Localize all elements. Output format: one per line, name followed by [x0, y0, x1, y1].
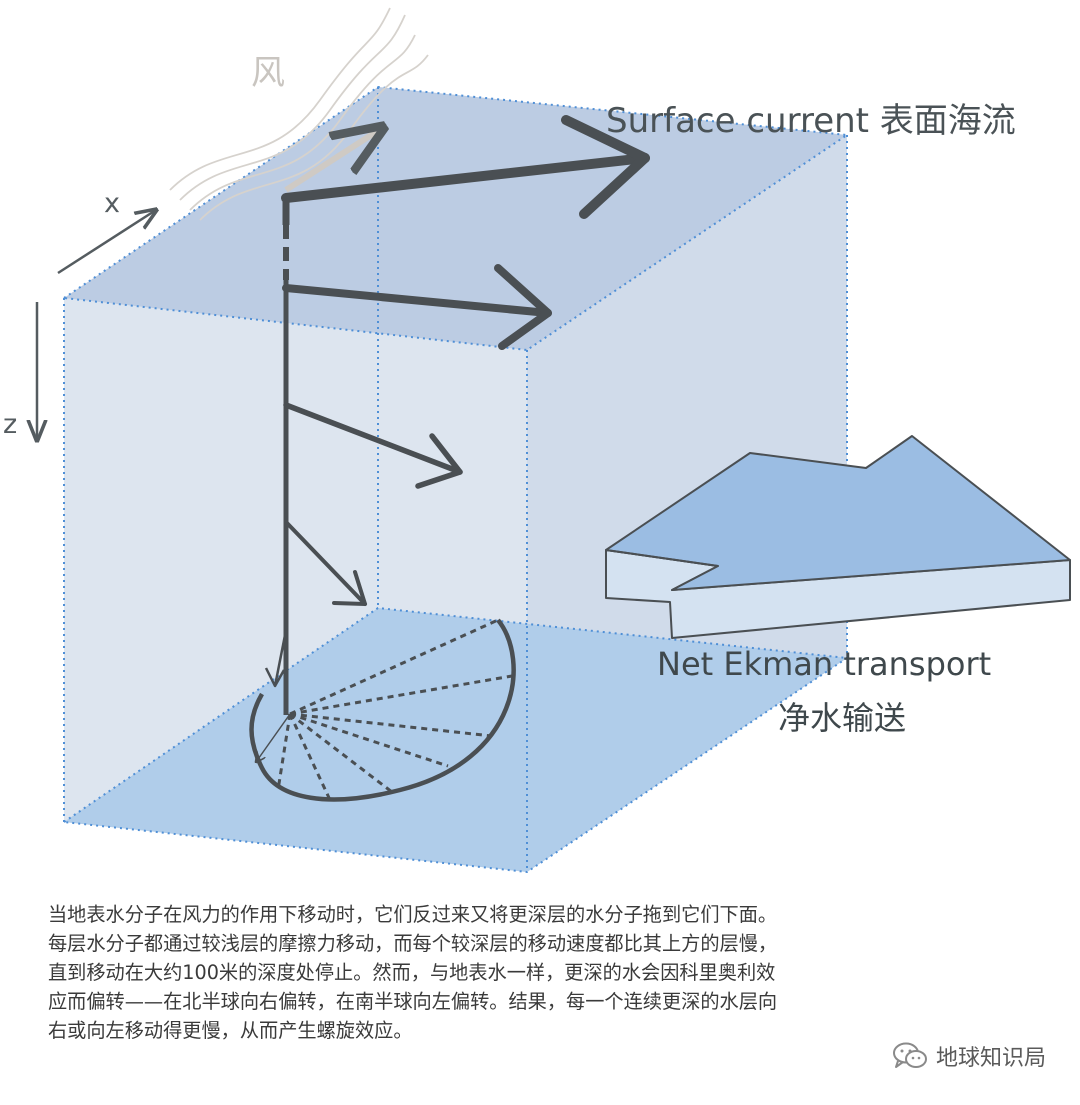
x-axis-label: x — [104, 188, 120, 219]
ekman-diagram — [0, 7, 1071, 874]
deep-current-arrow — [256, 713, 291, 762]
net-ekman-transport-chinese-label: 净水输送 — [778, 699, 907, 737]
z-axis-label: z — [3, 409, 18, 440]
surface-current-arrow — [281, 115, 650, 219]
layer-2-current-arrow — [282, 264, 552, 350]
wind-arrow — [284, 128, 382, 193]
net-ekman-transport-label: Net Ekman transport — [657, 645, 992, 683]
x-axis-arrow — [57, 210, 156, 275]
ekman-spiral-projection — [249, 618, 516, 802]
layer-4-current-arrow — [284, 520, 367, 606]
layer-5-current-arrow — [264, 629, 288, 688]
spiral-curve — [249, 618, 516, 802]
watermark: 地球知识局 — [892, 1040, 1046, 1072]
water-bottom-face — [64, 608, 847, 872]
layer-3-current-arrow — [283, 402, 463, 489]
watermark-text: 地球知识局 — [935, 1046, 1046, 1071]
caption-line: 每层水分子都通过较浅层的摩擦力移动，而每个较深层的移动速度都比其上方的层慢， — [48, 932, 778, 955]
net-ekman-transport-arrow — [605, 435, 1071, 639]
caption-line: 应而偏转——在北半球向右偏转，在南半球向左偏转。结果，每一个连续更深的水层向 — [48, 990, 778, 1013]
caption-text: 当地表水分子在风力的作用下移动时，它们反过来又将更深层的水分子拖到它们下面。 每… — [48, 900, 1008, 1045]
wechat-icon — [892, 1042, 927, 1068]
caption-line: 右或向左移动得更慢，从而产生螺旋效应。 — [48, 1019, 413, 1042]
water-top-surface — [64, 87, 847, 350]
caption-line: 当地表水分子在风力的作用下移动时，它们反过来又将更深层的水分子拖到它们下面。 — [48, 903, 778, 926]
transport-arrow-top — [605, 435, 1071, 591]
caption-line: 直到移动在大约100米的深度处停止。然而，与地表水一样，更深的水会因科里奥利效 — [48, 961, 776, 984]
surface-current-label: Surface current 表面海流 — [606, 101, 1016, 141]
spiral-spokes — [276, 618, 513, 801]
dotted-edges — [63, 85, 850, 874]
wind-label: 风 — [251, 53, 285, 93]
